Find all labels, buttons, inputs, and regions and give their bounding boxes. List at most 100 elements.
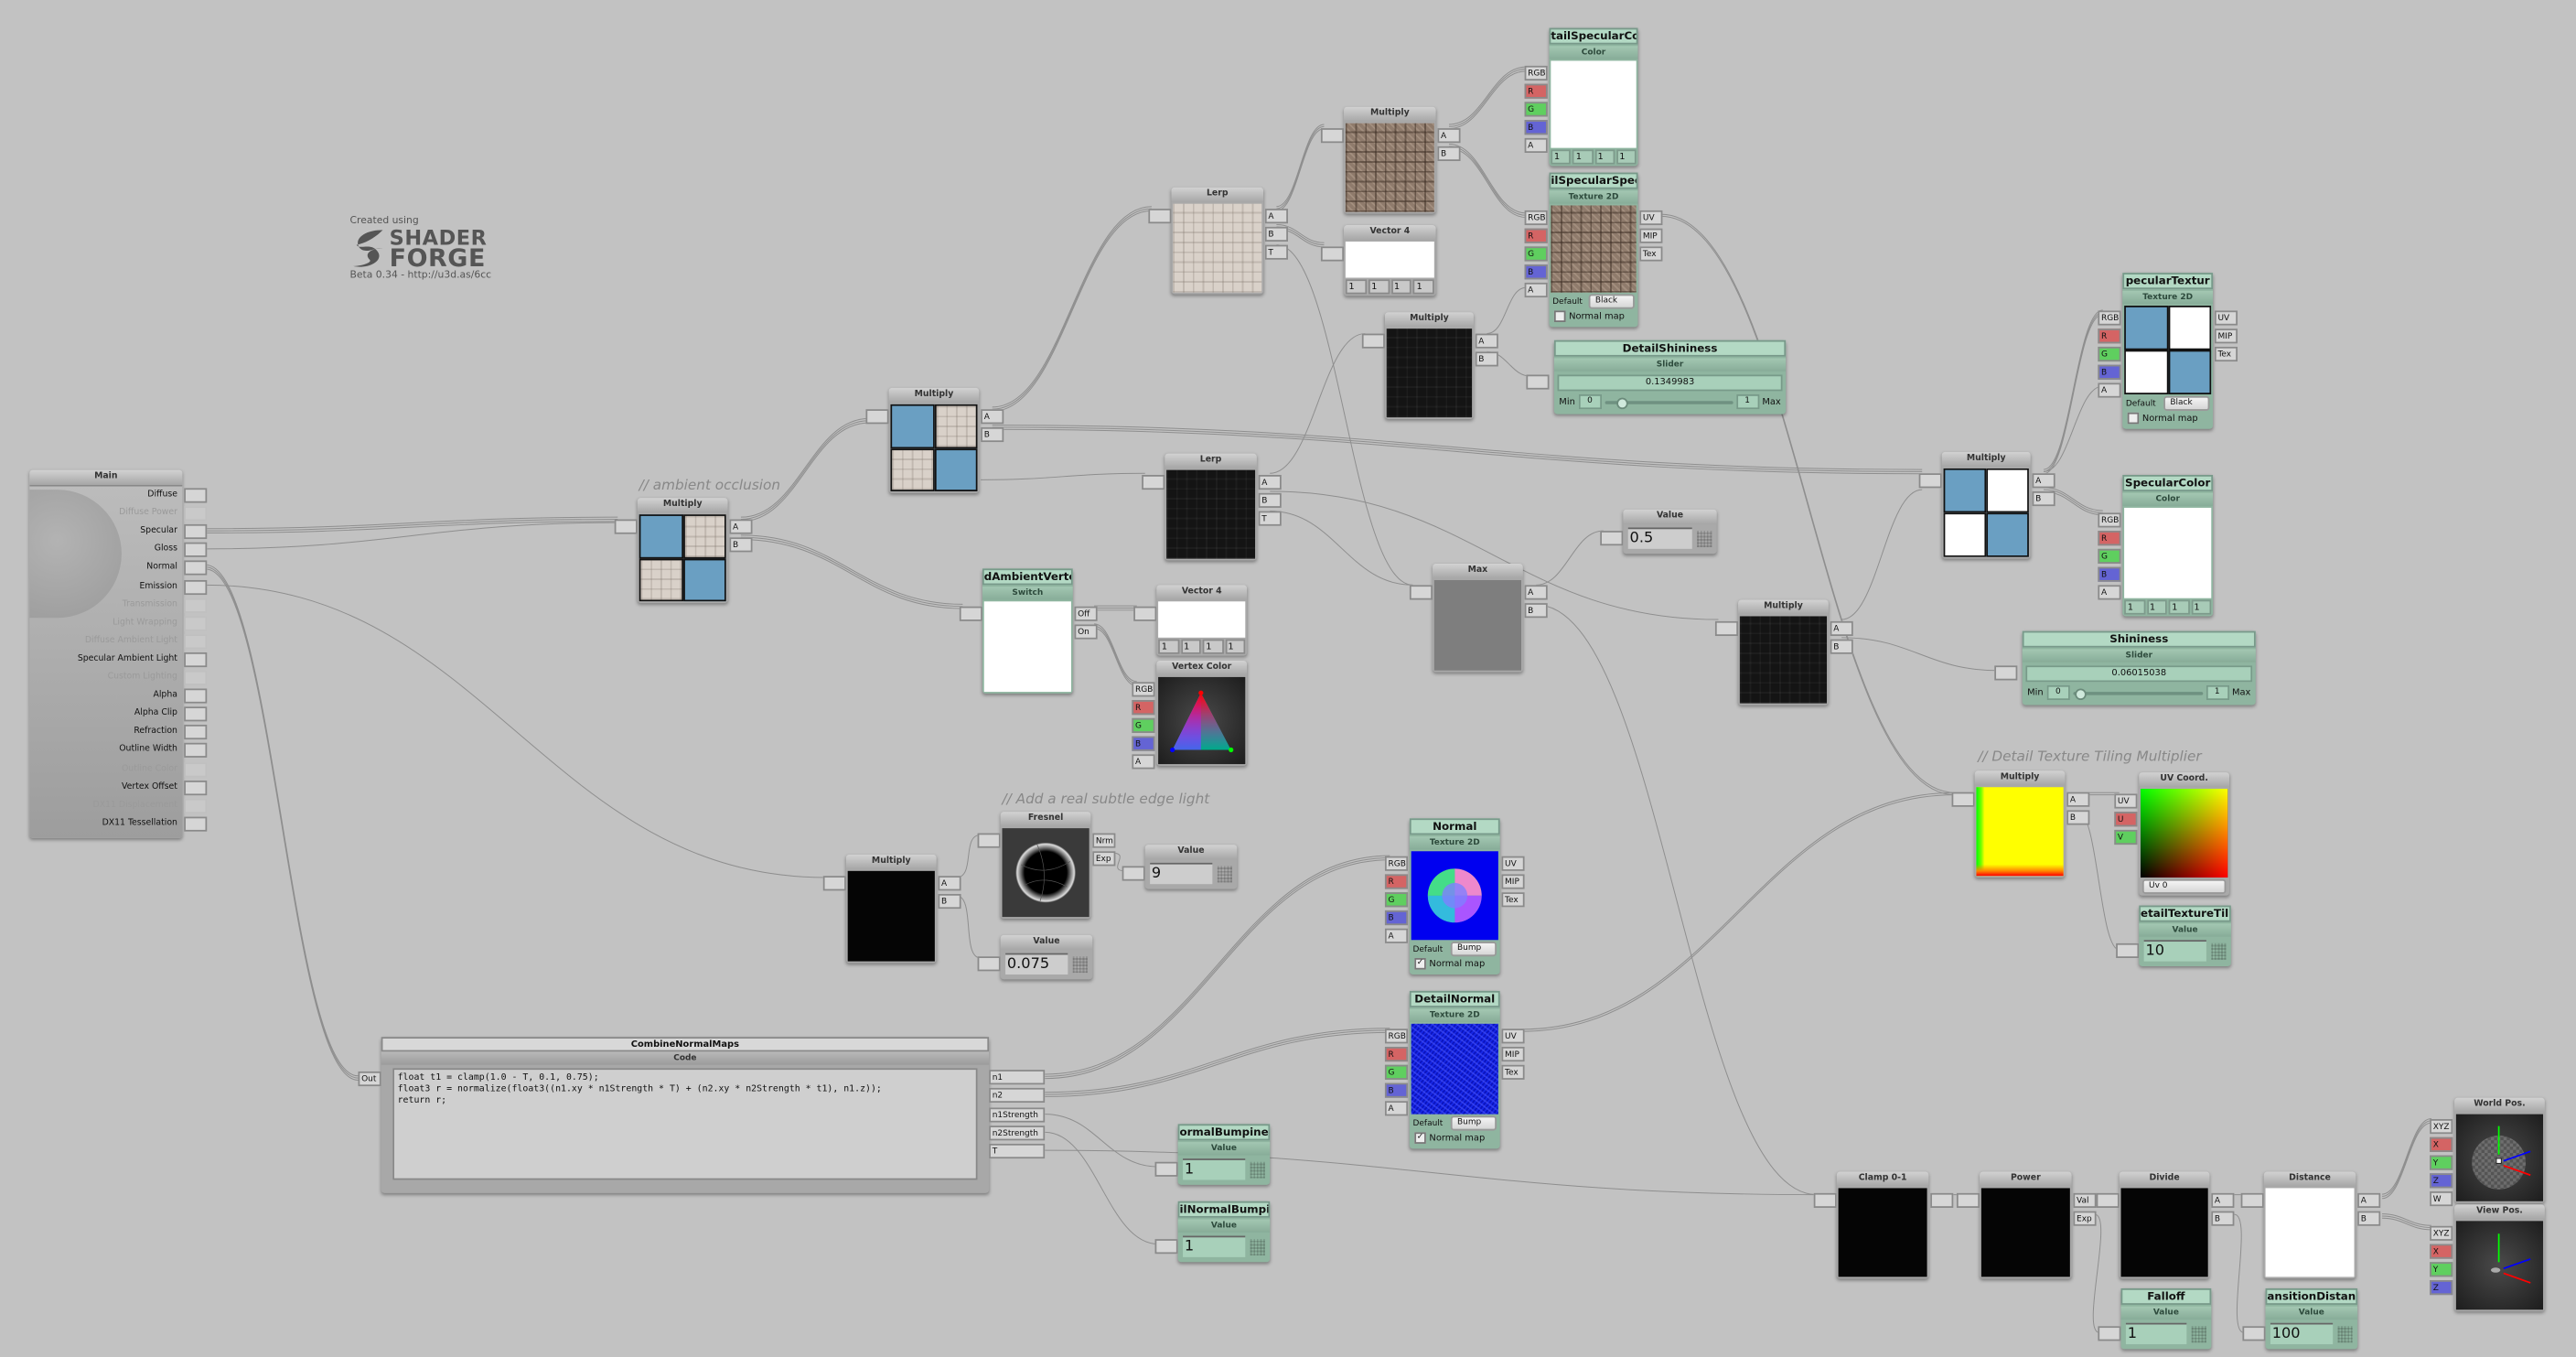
port-b[interactable]: B	[1475, 351, 1498, 367]
port-a[interactable]: A	[2098, 382, 2121, 398]
port-output[interactable]	[1320, 246, 1345, 262]
port-b[interactable]: B	[2098, 364, 2121, 380]
connection-wire[interactable]	[1270, 511, 1413, 586]
value-field[interactable]: 1	[1183, 1158, 1246, 1180]
port-b[interactable]: B	[2211, 1211, 2235, 1226]
port-specular-ambient-light[interactable]	[184, 652, 208, 667]
port-r[interactable]: R	[1384, 874, 1409, 889]
port-diffuse-power[interactable]	[184, 506, 208, 522]
port-uv[interactable]: UV	[1639, 210, 1663, 226]
default-dropdown[interactable]: Black	[2163, 395, 2210, 411]
port-mip[interactable]: MIP	[1639, 228, 1663, 243]
connection-wire[interactable]	[1276, 128, 1325, 211]
connection-wire[interactable]	[1521, 792, 1956, 1030]
normal-map-toggle[interactable]: ✓Normal map	[1411, 956, 1498, 973]
vector-component-field[interactable]: 1	[1224, 639, 1246, 654]
comment-tiling[interactable]: // Detail Texture Tiling Multiplier	[1978, 749, 2202, 766]
port-output[interactable]	[1133, 606, 1157, 621]
port-on[interactable]: On	[1074, 624, 1098, 640]
normal-map-checkbox[interactable]	[2127, 412, 2140, 425]
port-b[interactable]: B	[729, 537, 753, 553]
connection-wire[interactable]	[2382, 1217, 2431, 1231]
port-uv[interactable]: UV	[2114, 793, 2138, 809]
connection-wire[interactable]	[205, 521, 618, 533]
connection-wire[interactable]	[1111, 852, 1126, 872]
port-rgb[interactable]: RGB	[1132, 682, 1155, 697]
port-r[interactable]: R	[1384, 1046, 1409, 1062]
port-output[interactable]	[1600, 531, 1624, 546]
vector-component-field[interactable]: 1	[1202, 639, 1224, 654]
port-rgb[interactable]: RGB	[1384, 1029, 1409, 1044]
vector-component-field[interactable]: 1	[1390, 279, 1412, 295]
normal-map-toggle[interactable]: Normal map	[1551, 309, 1636, 326]
drag-grip[interactable]	[1072, 955, 1088, 973]
connection-wire[interactable]	[1448, 70, 1527, 130]
connection-wire[interactable]	[1094, 628, 1137, 686]
uv-channel-dropdown[interactable]: Uv 0	[2141, 878, 2227, 894]
vector-component-field[interactable]: 1	[2168, 599, 2190, 615]
port-rgb[interactable]: RGB	[2098, 310, 2121, 326]
port-a[interactable]: A	[981, 409, 1004, 425]
connection-wire[interactable]	[1536, 604, 1818, 1196]
port-b[interactable]: B	[2066, 810, 2090, 825]
connection-wire[interactable]	[2381, 1117, 2431, 1195]
port-normal[interactable]	[184, 561, 208, 576]
vector-component-field[interactable]: 1	[1615, 149, 1637, 165]
port-output[interactable]	[1409, 585, 1433, 600]
slider-knob[interactable]	[2076, 687, 2088, 700]
port-b[interactable]: B	[1264, 226, 1288, 242]
port-r[interactable]: R	[1132, 700, 1155, 716]
connection-wire[interactable]	[2382, 1215, 2431, 1229]
vector-component-field[interactable]: 1	[2190, 599, 2212, 615]
port-rgb[interactable]: RGB	[1524, 210, 1548, 226]
value-field[interactable]: 1	[1183, 1235, 1246, 1257]
port-a[interactable]: A	[1384, 928, 1409, 943]
port-uv[interactable]: UV	[2214, 310, 2238, 326]
clamp-node[interactable]: Clamp 0-1	[1813, 1171, 1954, 1279]
connection-wire[interactable]	[740, 422, 870, 522]
connection-wire[interactable]	[2044, 487, 2103, 512]
connection-wire[interactable]	[1841, 489, 1923, 620]
port-a[interactable]: A	[1524, 585, 1548, 600]
port-vertex-offset[interactable]	[184, 780, 208, 795]
port-g[interactable]: G	[1524, 102, 1548, 117]
port-tex[interactable]: Tex	[1501, 1064, 1525, 1080]
slider-max-field[interactable]: 1	[2206, 684, 2229, 701]
port-output[interactable]	[1994, 665, 2018, 681]
connection-wire[interactable]	[1841, 637, 1998, 672]
value-field[interactable]: 10	[2143, 940, 2206, 962]
port-alpha-clip[interactable]	[184, 706, 208, 722]
code-editor[interactable]: float t1 = clamp(1.0 - T, 0.1, 0.75); fl…	[392, 1068, 978, 1180]
port-output[interactable]	[865, 409, 889, 425]
connection-wire[interactable]	[2044, 385, 2103, 472]
port-output[interactable]	[1813, 1192, 1837, 1208]
port-b[interactable]: B	[1830, 639, 1853, 654]
drag-grip[interactable]	[1250, 1160, 1265, 1178]
connection-wire[interactable]	[956, 895, 982, 959]
connection-wire[interactable]	[2234, 1213, 2245, 1333]
normal-map-checkbox[interactable]: ✓	[1414, 958, 1426, 970]
port-output[interactable]	[1956, 1192, 1980, 1208]
port-u[interactable]: U	[2114, 812, 2138, 827]
connection-wire[interactable]	[205, 584, 827, 878]
port-dx11-tessellation[interactable]	[184, 816, 208, 832]
port-output[interactable]	[1526, 374, 1550, 390]
